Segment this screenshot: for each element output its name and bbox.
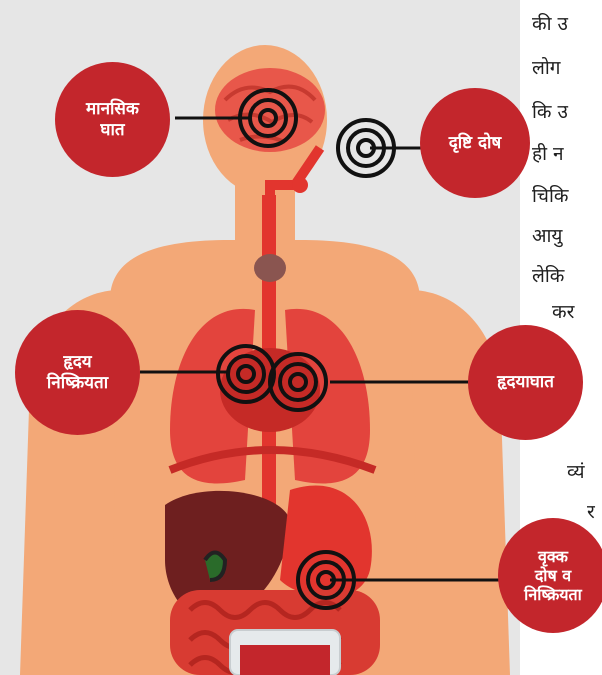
- eye: [292, 177, 308, 193]
- heart-failure-label: हृदय निष्क्रियता: [15, 310, 140, 435]
- text-line: लोग: [532, 54, 561, 80]
- text-line: कि उ: [532, 98, 568, 124]
- text-line: कर: [552, 298, 574, 324]
- text-line: र: [587, 498, 595, 524]
- article-text-column: की उ लोग कि उ ही न चिकि आयु लेकि कर व्यं…: [532, 0, 602, 675]
- thyroid: [254, 254, 286, 282]
- target-icon: [338, 120, 394, 176]
- text-line: चिकि: [532, 182, 569, 208]
- text-line: व्यं: [567, 458, 585, 484]
- jar-label: [240, 645, 330, 675]
- text-line: लेकि: [532, 262, 564, 288]
- text-line: आयु: [532, 222, 562, 248]
- text-line: की उ: [532, 10, 568, 36]
- text-line: ही न: [532, 140, 564, 166]
- vision-defect-label: दृष्टि दोष: [420, 88, 530, 198]
- mental-trauma-label: मानसिक घात: [55, 62, 170, 177]
